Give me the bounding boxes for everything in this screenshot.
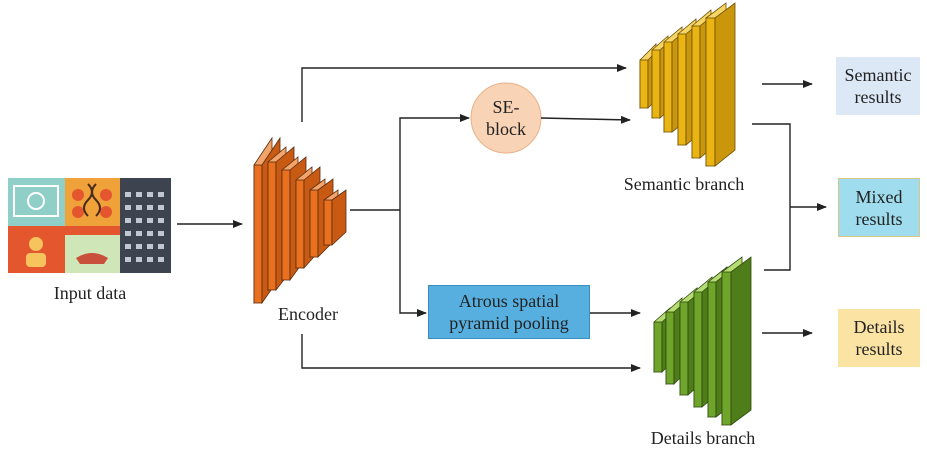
semantic-branch-block (639, 2, 736, 167)
arrow-se-to-semantic (540, 115, 631, 124)
mixed-results-box: Mixed results (838, 178, 920, 237)
semantic-results-box: Semantic results (836, 57, 920, 115)
semantic-branch-label: Semantic branch (623, 174, 745, 194)
mixed-results-line1: Mixed (855, 186, 903, 207)
details-branch-label: Details branch (650, 428, 756, 448)
semantic-results-line2: results (854, 87, 902, 107)
se-block-line1: SE- (492, 97, 520, 117)
arrow-to-aspp (399, 210, 427, 317)
aspp-box: Atrous spatial pyramid pooling (428, 285, 590, 339)
arrow-encoder-to-semantic (301, 64, 627, 122)
se-block-line2: block (486, 119, 526, 139)
mixed-results-line2: results (855, 208, 903, 229)
arrow-encoder-to-details (301, 334, 641, 372)
details-branch-block (653, 256, 752, 426)
arrow-to-se-block (399, 114, 470, 210)
connectors (177, 64, 827, 372)
details-results-line1: Details (853, 317, 905, 337)
input-image-icon (8, 178, 171, 273)
line-semantic-merge (752, 123, 791, 271)
se-block: SE- block (471, 95, 541, 141)
details-results-line2: results (855, 339, 903, 359)
encoder-label: Encoder (278, 304, 338, 324)
aspp-line1: Atrous spatial (458, 291, 560, 311)
aspp-line2: pyramid pooling (449, 313, 569, 333)
input-data-label: Input data (53, 283, 127, 303)
semantic-results-line1: Semantic (844, 65, 912, 85)
details-results-box: Details results (838, 309, 920, 367)
encoder-block (253, 136, 347, 305)
